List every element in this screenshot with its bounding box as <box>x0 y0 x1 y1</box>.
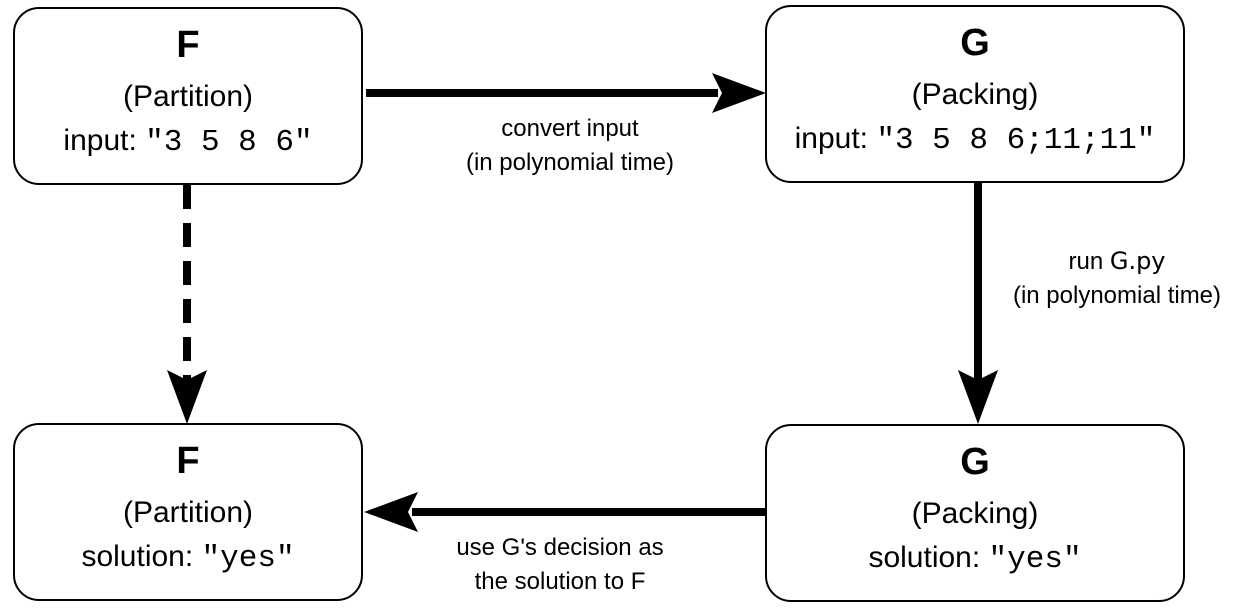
box-f-solution-name: F <box>176 440 200 482</box>
box-g-input-value: "3 5 8 6;11;11" <box>876 123 1156 158</box>
arrow-dashed-reduction <box>167 185 207 424</box>
label-run-prefix: run <box>1068 248 1110 275</box>
label-run-g: run G.py (in polynomial time) <box>985 244 1249 313</box>
box-f-input-label: input: <box>63 124 146 157</box>
label-convert-line2: (in polynomial time) <box>465 149 675 176</box>
box-f-solution-label: solution: <box>81 540 202 573</box>
box-f-input-field: input: "3 5 8 6" <box>15 123 361 161</box>
label-run-code: G.py <box>1109 247 1166 275</box>
box-f-input: F (Partition) input: "3 5 8 6" <box>13 7 363 185</box>
box-g-solution-problem: (Packing) <box>911 497 1039 530</box>
box-f-input-problem: (Partition) <box>122 80 254 113</box>
box-g-input-name: G <box>960 22 990 64</box>
label-convert-line1: convert input <box>501 115 639 142</box>
label-convert-input: convert input (in polynomial time) <box>420 112 720 180</box>
label-use-line2: the solution to F <box>474 568 646 595</box>
box-g-input-problem: (Packing) <box>911 78 1039 111</box>
label-use-line1: use G's decision as <box>456 534 664 561</box>
box-f-solution-value: "yes" <box>201 541 295 576</box>
box-g-input-field: input: "3 5 8 6;11;11" <box>767 121 1183 159</box>
label-use-decision: use G's decision as the solution to F <box>410 531 710 599</box>
box-g-input: G (Packing) input: "3 5 8 6;11;11" <box>765 5 1185 183</box>
box-g-solution: G (Packing) solution: "yes" <box>765 424 1185 602</box>
box-f-solution-field: solution: "yes" <box>15 539 361 577</box>
label-run-line1: run G.py <box>985 244 1249 279</box>
box-f-solution: F (Partition) solution: "yes" <box>13 423 363 601</box>
box-f-solution-problem: (Partition) <box>122 496 254 529</box>
box-g-solution-value: "yes" <box>988 542 1082 577</box>
box-g-solution-field: solution: "yes" <box>767 540 1183 578</box>
box-g-solution-label: solution: <box>868 541 989 574</box>
arrow-use-decision <box>364 492 765 532</box>
arrow-run-g <box>958 183 998 424</box>
box-g-solution-name: G <box>960 441 990 483</box>
label-run-line2: (in polynomial time) <box>1012 282 1222 309</box>
box-f-input-name: F <box>176 24 200 66</box>
box-g-input-label: input: <box>794 122 877 155</box>
arrow-convert-input <box>366 73 766 113</box>
box-f-input-value: "3 5 8 6" <box>145 125 313 160</box>
